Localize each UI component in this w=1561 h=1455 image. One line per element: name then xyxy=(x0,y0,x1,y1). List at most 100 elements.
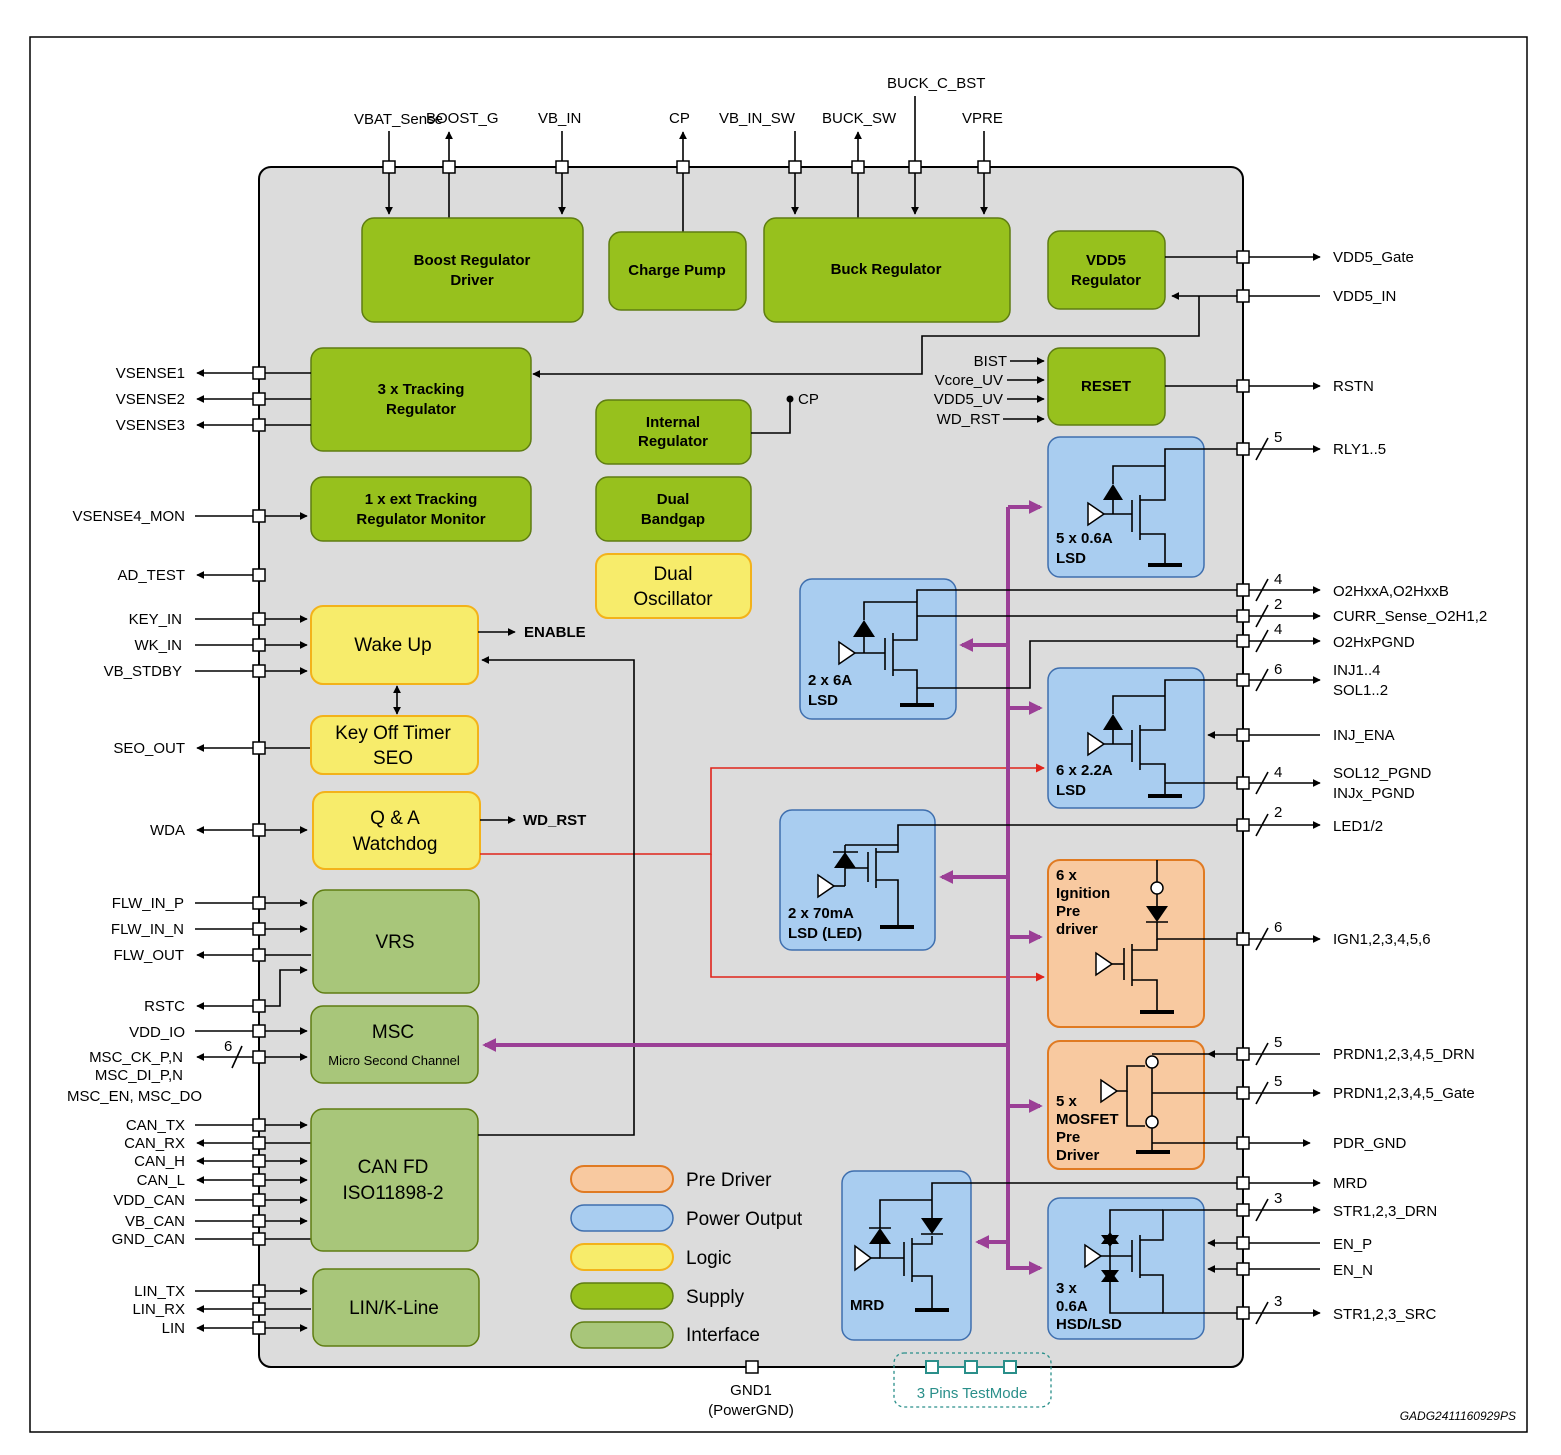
mrd-block: MRD xyxy=(841,1170,1243,1341)
svg-text:2: 2 xyxy=(1274,804,1282,821)
svg-text:ISO11898-2: ISO11898-2 xyxy=(342,1183,443,1204)
figure-id: GADG2411160929PS xyxy=(1400,1409,1516,1423)
vdd5-regulator-block: VDD5 Regulator xyxy=(1047,230,1166,310)
svg-text:LIN_TX: LIN_TX xyxy=(134,1283,185,1300)
cp-internal-label: CP xyxy=(798,391,819,408)
lsd-led-block: 2 x 70mA LSD (LED) xyxy=(779,809,1243,951)
pin-vpre-label: VPRE xyxy=(962,110,1003,127)
svg-text:Internal: Internal xyxy=(646,414,700,431)
legend-label-logic: Logic xyxy=(686,1248,731,1269)
left-pins: VSENSE1 VSENSE2 VSENSE3 VSENSE4_MON AD_T… xyxy=(67,365,311,1337)
top-pins: VBAT_Sense BOOST_G VB_IN CP VB_IN_SW BUC… xyxy=(354,75,1003,232)
svg-text:MSC: MSC xyxy=(372,1022,414,1043)
control-bus xyxy=(482,500,1043,1275)
svg-text:FLW_IN_N: FLW_IN_N xyxy=(111,921,184,938)
svg-text:LIN: LIN xyxy=(162,1320,185,1337)
svg-text:CAN_L: CAN_L xyxy=(137,1172,185,1189)
svg-text:HSD/LSD: HSD/LSD xyxy=(1056,1316,1122,1333)
svg-text:0.6A: 0.6A xyxy=(1056,1298,1088,1315)
svg-text:VDD_CAN: VDD_CAN xyxy=(113,1192,185,1209)
legend-swatch-power-output xyxy=(570,1204,674,1232)
pin-vdd5-in-label: VDD5_IN xyxy=(1333,288,1396,305)
pin-en-n-label: EN_N xyxy=(1333,1262,1373,1279)
svg-text:AD_TEST: AD_TEST xyxy=(117,567,185,584)
pin-boost-g-label: BOOST_G xyxy=(426,110,499,127)
lsd-5x-block: 5 x 0.6A LSD xyxy=(1047,436,1243,578)
svg-text:Oscillator: Oscillator xyxy=(633,589,713,610)
pin-mrd-label: MRD xyxy=(1333,1175,1367,1192)
svg-text:Key Off Timer: Key Off Timer xyxy=(335,723,451,744)
svg-text:4: 4 xyxy=(1274,621,1282,638)
svg-text:Vcore_UV: Vcore_UV xyxy=(935,372,1003,389)
svg-text:KEY_IN: KEY_IN xyxy=(129,611,182,628)
svg-text:Regulator: Regulator xyxy=(638,433,708,450)
svg-text:6 x: 6 x xyxy=(1056,867,1078,884)
svg-text:MSC_DI_P,N: MSC_DI_P,N xyxy=(95,1067,183,1084)
dual-bandgap-block: Dual Bandgap xyxy=(595,476,752,542)
svg-text:Wake Up: Wake Up xyxy=(354,635,431,656)
legend-swatch-logic xyxy=(570,1243,674,1271)
pin-prdn-gate-label: PRDN1,2,3,4,5_Gate xyxy=(1333,1085,1475,1102)
svg-text:Dual: Dual xyxy=(657,491,690,508)
pin-prdn-drn-label: PRDN1,2,3,4,5_DRN xyxy=(1333,1046,1475,1063)
svg-text:BIST: BIST xyxy=(974,353,1007,370)
pin-str-drn-label: STR1,2,3_DRN xyxy=(1333,1203,1437,1220)
legend-label-power-output: Power Output xyxy=(686,1209,803,1230)
svg-text:FLW_OUT: FLW_OUT xyxy=(113,947,184,964)
svg-text:VB_CAN: VB_CAN xyxy=(125,1213,185,1230)
legend: Pre Driver Power Output Logic Supply Int… xyxy=(570,1165,803,1349)
svg-text:LSD (LED): LSD (LED) xyxy=(788,925,862,942)
svg-text:6: 6 xyxy=(1274,661,1282,678)
wake-up-block: Wake Up xyxy=(310,605,479,685)
svg-text:SEO: SEO xyxy=(373,748,413,769)
svg-text:WD_RST: WD_RST xyxy=(937,411,1000,428)
svg-text:Bandgap: Bandgap xyxy=(641,511,705,528)
pin-rly-label: RLY1..5 xyxy=(1333,441,1386,458)
powergnd-label: (PowerGND) xyxy=(708,1402,794,1419)
msc-block: MSC Micro Second Channel xyxy=(310,1005,479,1084)
pin-o2hpgnd-label: O2HxPGND xyxy=(1333,634,1415,651)
svg-text:WDA: WDA xyxy=(150,822,185,839)
svg-text:driver: driver xyxy=(1056,921,1098,938)
svg-text:RESET: RESET xyxy=(1081,378,1131,395)
svg-text:WK_IN: WK_IN xyxy=(134,637,182,654)
pin-vb-in-sw-label: VB_IN_SW xyxy=(719,110,796,127)
svg-text:2: 2 xyxy=(1274,596,1282,613)
svg-text:Pre: Pre xyxy=(1056,1129,1080,1146)
reset-block: RESET xyxy=(1047,347,1166,426)
svg-text:LSD: LSD xyxy=(808,692,838,709)
legend-swatch-pre-driver xyxy=(570,1165,674,1193)
pin-curr-sense-label: CURR_Sense_O2H1,2 xyxy=(1333,608,1487,625)
svg-text:VDD5: VDD5 xyxy=(1086,252,1126,269)
svg-text:5: 5 xyxy=(1274,1073,1282,1090)
tracking-regulator-block: 3 x Tracking Regulator xyxy=(310,347,532,452)
gnd1-label: GND1 xyxy=(730,1382,772,1399)
pin-inj-label: INJ1..4 xyxy=(1333,662,1381,679)
testmode-label: 3 Pins TestMode xyxy=(917,1385,1028,1402)
svg-text:3 x Tracking: 3 x Tracking xyxy=(378,381,465,398)
svg-text:5: 5 xyxy=(1274,429,1282,446)
pin-o2h-label: O2HxxA,O2HxxB xyxy=(1333,583,1449,600)
pin-buck-c-bst-label: BUCK_C_BST xyxy=(887,75,985,92)
pin-ign-label: IGN1,2,3,4,5,6 xyxy=(1333,931,1431,948)
svg-text:LSD: LSD xyxy=(1056,782,1086,799)
can-fd-block: CAN FD ISO11898-2 xyxy=(310,1108,479,1252)
gnd1-pin xyxy=(745,1360,759,1374)
watchdog-block: Q & A Watchdog xyxy=(312,791,481,870)
svg-text:VSENSE1: VSENSE1 xyxy=(116,365,185,382)
internal-regulator-block: Internal Regulator xyxy=(595,399,752,465)
svg-text:3 x: 3 x xyxy=(1056,1280,1078,1297)
pin-str-src-label: STR1,2,3_SRC xyxy=(1333,1306,1437,1323)
boost-regulator-block: Boost Regulator Driver xyxy=(361,217,584,323)
pin-sol-label: SOL1..2 xyxy=(1333,682,1388,699)
pin-en-p-label: EN_P xyxy=(1333,1236,1372,1253)
svg-text:Ignition: Ignition xyxy=(1056,885,1110,902)
svg-text:VSENSE3: VSENSE3 xyxy=(116,417,185,434)
svg-text:6: 6 xyxy=(1274,919,1282,936)
svg-text:Micro Second Channel: Micro Second Channel xyxy=(328,1053,460,1068)
legend-label-supply: Supply xyxy=(686,1287,745,1308)
hsd-lsd-block: 3 x 0.6A HSD/LSD xyxy=(1047,1197,1243,1340)
svg-text:SEO_OUT: SEO_OUT xyxy=(113,740,185,757)
reset-inputs: BIST Vcore_UV VDD5_UV WD_RST xyxy=(934,353,1045,428)
pin-vbat-sense-label: VBAT_Sense xyxy=(354,111,443,128)
